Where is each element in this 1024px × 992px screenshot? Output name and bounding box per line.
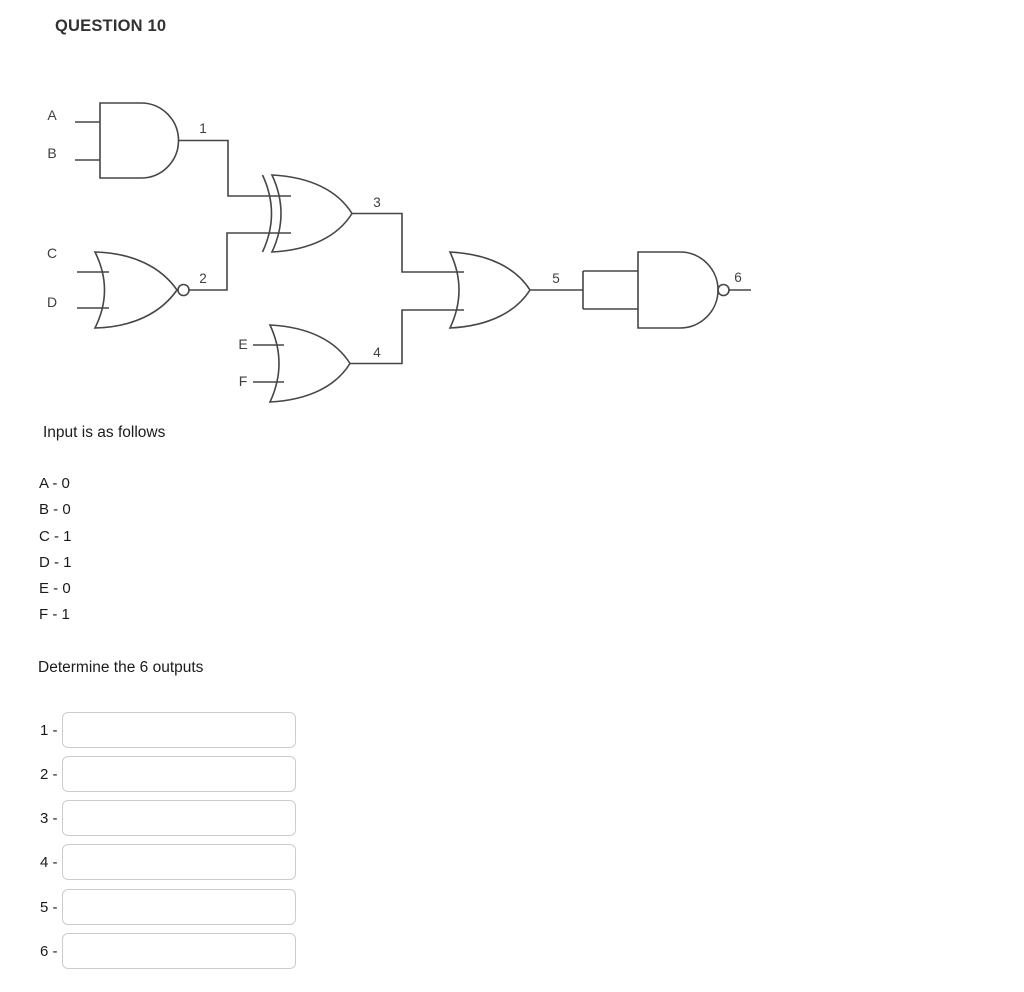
or-gate-4	[268, 324, 351, 403]
circuit-gates	[93, 102, 730, 403]
input-values-list: A - 0 B - 0 C - 1 D - 1 E - 0 F - 1	[39, 471, 72, 629]
answer-input-3[interactable]	[62, 800, 296, 836]
input-line-f: F - 1	[39, 606, 70, 624]
node-label-5: 5	[552, 271, 560, 286]
answer-row-1: 1 -	[40, 712, 296, 748]
input-heading: Input is as follows	[43, 424, 166, 441]
node-label-6: 6	[734, 270, 742, 285]
determine-heading: Determine the 6 outputs	[38, 659, 204, 676]
wire-gate2-to-gate3	[189, 232, 291, 291]
nor-gate-2	[93, 251, 190, 329]
nand-gate-6-bubble	[717, 283, 730, 297]
answer-label-4: 4 -	[40, 853, 58, 871]
xor-gate-3-extra-arc	[261, 174, 273, 253]
wire-gate3-to-gate5	[352, 212, 464, 273]
input-label-b: B	[47, 145, 56, 161]
answer-input-5[interactable]	[62, 889, 296, 925]
node-label-2: 2	[199, 271, 207, 286]
input-line-c: C - 1	[39, 527, 72, 545]
answer-label-5: 5 -	[40, 898, 58, 916]
wire-gate4-to-gate5	[350, 309, 464, 365]
answer-label-1: 1 -	[40, 721, 58, 739]
node-label-1: 1	[199, 121, 207, 136]
xor-gate-3	[261, 174, 353, 253]
and-gate-1	[99, 102, 180, 179]
answer-row-4: 4 -	[40, 844, 296, 880]
circuit-labels: A B C D E F 1 2 3 4 5 6	[47, 107, 742, 389]
or-gate-5	[448, 251, 531, 329]
input-label-d: D	[47, 294, 57, 310]
question-title: QUESTION 10	[55, 17, 167, 35]
answer-row-5: 5 -	[40, 889, 296, 925]
input-line-e: E - 0	[39, 580, 71, 598]
input-label-c: C	[47, 245, 57, 261]
input-line-d: D - 1	[39, 553, 72, 571]
node-label-4: 4	[373, 345, 381, 360]
nand-gate-6	[637, 251, 730, 329]
circuit-wires	[75, 121, 751, 383]
input-label-f: F	[239, 373, 248, 389]
logic-circuit-diagram: A B C D E F 1 2 3 4 5 6	[47, 102, 751, 403]
answer-input-1[interactable]	[62, 712, 296, 748]
wire-gate6-input-split	[582, 270, 638, 310]
answer-input-4[interactable]	[62, 844, 296, 880]
answer-row-3: 3 -	[40, 800, 296, 836]
nor-gate-2-bubble	[177, 283, 190, 297]
answer-label-3: 3 -	[40, 809, 58, 827]
input-line-b: B - 0	[39, 501, 71, 519]
input-label-e: E	[238, 336, 247, 352]
input-line-a: A - 0	[39, 475, 70, 492]
answer-row-6: 6 -	[40, 933, 296, 969]
answer-input-2[interactable]	[62, 756, 296, 792]
answer-label-6: 6 -	[40, 942, 58, 960]
input-label-a: A	[47, 107, 57, 123]
answer-input-6[interactable]	[62, 933, 296, 969]
answer-row-2: 2 -	[40, 756, 296, 792]
node-label-3: 3	[373, 195, 381, 210]
wire-gate1-to-gate3	[178, 139, 291, 197]
answer-label-2: 2 -	[40, 765, 58, 783]
